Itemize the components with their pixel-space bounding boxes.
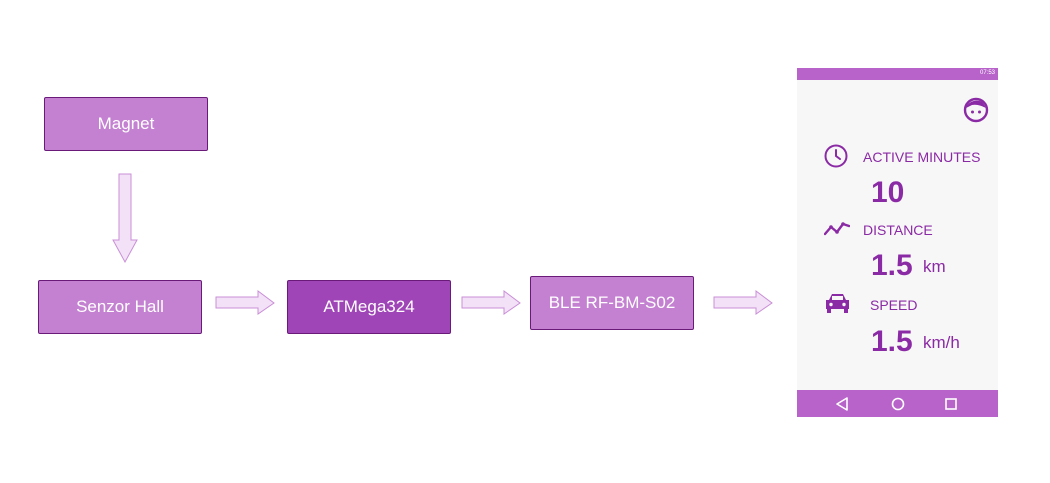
speed-label: SPEED <box>870 297 918 313</box>
car-icon <box>826 294 849 313</box>
active-minutes-label: ACTIVE MINUTES <box>863 149 981 165</box>
atmega-box: ATMega324 <box>287 280 451 334</box>
face-icon[interactable] <box>963 97 989 123</box>
ble-box: BLE RF-BM-S02 <box>530 276 694 330</box>
status-bar: 07:53 <box>797 68 998 80</box>
arrow-right-3 <box>713 290 773 315</box>
arrow-right-1 <box>215 290 275 315</box>
hall-sensor-label: Senzor Hall <box>76 297 164 316</box>
arrow-right-2 <box>461 290 521 315</box>
status-time: 07:53 <box>979 70 995 76</box>
back-icon[interactable] <box>835 397 849 411</box>
distance-unit: km <box>923 257 946 276</box>
home-icon[interactable] <box>891 397 905 411</box>
hall-sensor-box: Senzor Hall <box>38 280 202 334</box>
nav-bar <box>797 390 998 417</box>
trend-line-icon <box>824 222 850 236</box>
distance-label: DISTANCE <box>863 222 933 238</box>
active-minutes-value: 10 <box>871 176 905 209</box>
distance-value: 1.5 <box>871 249 913 282</box>
speed-unit: km/h <box>923 333 960 352</box>
magnet-box: Magnet <box>44 97 208 151</box>
speed-value: 1.5 <box>871 325 913 358</box>
recents-icon[interactable] <box>944 397 958 411</box>
clock-icon <box>824 144 848 168</box>
magnet-label: Magnet <box>97 114 155 133</box>
ble-label: BLE RF-BM-S02 <box>548 293 676 312</box>
phone-screen: 07:53 ACTIVE MINUTES 10 DISTANCE 1.5 km … <box>797 68 998 417</box>
atmega-label: ATMega324 <box>323 297 415 316</box>
arrow-down <box>112 173 138 264</box>
